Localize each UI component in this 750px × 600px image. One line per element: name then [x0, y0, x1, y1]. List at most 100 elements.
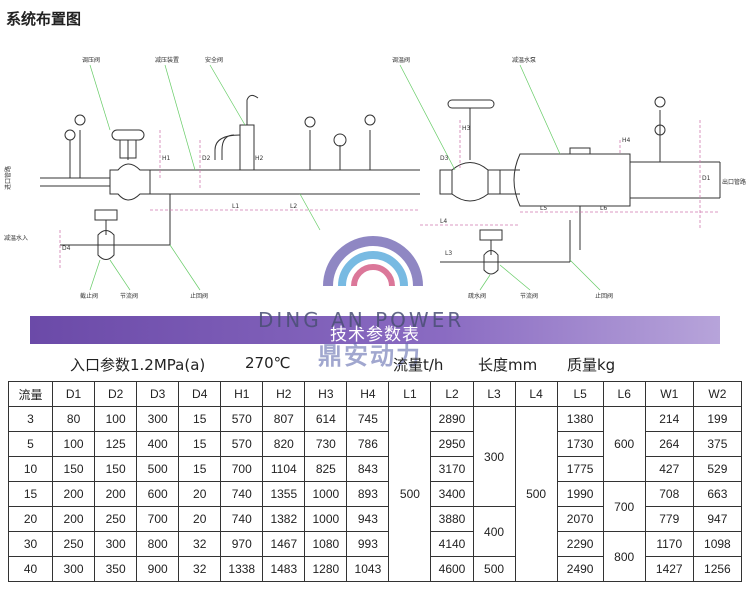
- col-header: D1: [52, 381, 96, 407]
- table-cell: 1380: [556, 406, 604, 432]
- table-cell: 80: [52, 406, 96, 432]
- label-temp-valve: 调温阀: [392, 56, 410, 64]
- col-header: L3: [472, 381, 516, 407]
- table-cell: 740: [220, 506, 264, 532]
- page-title: 系统布置图: [6, 10, 82, 28]
- dim-l1: L1: [232, 203, 239, 210]
- table-cell: 1043: [346, 556, 390, 582]
- table-cell: 4600: [430, 556, 474, 582]
- inlet-params: 入口参数1.2MPa(a): [70, 356, 206, 374]
- col-header: W1: [644, 381, 694, 407]
- label-drain: 疏水阀: [468, 292, 486, 300]
- section-title: 技术参数表: [330, 325, 420, 345]
- table-cell: 1775: [556, 456, 604, 482]
- col-header: H1: [220, 381, 264, 407]
- label-flow-valve-2: 节流阀: [520, 292, 538, 300]
- table-cell: 264: [644, 431, 694, 457]
- label-cut-valve: 截止阀: [80, 292, 98, 300]
- table-cell: 1427: [644, 556, 694, 582]
- table-cell: 3: [7, 406, 54, 432]
- table-cell: 1000: [304, 481, 348, 507]
- table-cell: 807: [262, 406, 306, 432]
- col-header: D3: [136, 381, 180, 407]
- table-cell: 2950: [430, 431, 474, 457]
- table-cell: 375: [692, 431, 743, 457]
- table-cell: 1000: [304, 506, 348, 532]
- table-cell: 4140: [430, 531, 474, 557]
- table-cell: 15: [178, 406, 222, 432]
- table-cell: 570: [220, 431, 264, 457]
- dim-d1: D1: [702, 175, 711, 182]
- table-cell: 1355: [262, 481, 306, 507]
- table-cell: 947: [692, 506, 743, 532]
- table-cell: 2490: [556, 556, 604, 582]
- table-cell: 1080: [304, 531, 348, 557]
- section-band: [30, 316, 720, 344]
- table-cell: 250: [94, 506, 138, 532]
- dim-l4: L4: [440, 218, 447, 225]
- table-cell: 1256: [692, 556, 743, 582]
- tech-params-table: 流量 D1 D2 D3 D4 H1 H2 H3 H4 L1 L2 L3 L4 L…: [7, 381, 743, 582]
- table-cell: 700: [136, 506, 180, 532]
- col-header: D4: [178, 381, 222, 407]
- table-cell: 3400: [430, 481, 474, 507]
- table-cell: 1104: [262, 456, 306, 482]
- table-cell: 843: [346, 456, 390, 482]
- table-cell: 150: [52, 456, 96, 482]
- table-row: 5 100 125 400 15 570 820 730 786 2950 17…: [7, 431, 743, 457]
- label-flow-valve: 节流阀: [120, 292, 138, 300]
- table-row: 15 200 200 600 20 740 1355 1000 893 3400…: [7, 481, 743, 532]
- col-header: L4: [514, 381, 558, 407]
- dim-l3: L3: [445, 250, 452, 257]
- table-cell: 40: [7, 556, 54, 582]
- table-cell: 900: [136, 556, 180, 582]
- col-header: L1: [388, 381, 432, 407]
- table-cell: 5: [7, 431, 54, 457]
- table-cell-l1: 500: [388, 406, 432, 582]
- dim-d4: D4: [62, 245, 71, 252]
- col-header: L6: [602, 381, 646, 407]
- mass-unit: 质量kg: [567, 356, 616, 374]
- label-water-in: 减温水入: [4, 234, 28, 242]
- inlet-temperature: 270℃: [245, 354, 291, 372]
- table-cell: 2290: [556, 531, 604, 557]
- dim-d3: D3: [440, 155, 449, 162]
- table-cell: 100: [94, 406, 138, 432]
- table-cell: 1990: [556, 481, 604, 507]
- brand-watermark-cn: 鼎安动力: [318, 342, 422, 370]
- table-cell: 1730: [556, 431, 604, 457]
- table-row: 10 150 150 500 15 700 1104 825 843 3170 …: [7, 456, 743, 482]
- table-cell: 20: [178, 481, 222, 507]
- table-cell: 779: [644, 506, 694, 532]
- table-cell: 250: [52, 531, 96, 557]
- table-cell: 1382: [262, 506, 306, 532]
- table-cell: 15: [178, 431, 222, 457]
- dim-l5: L5: [540, 205, 547, 212]
- table-cell-l4: 500: [514, 406, 558, 582]
- table-cell: 199: [692, 406, 743, 432]
- table-cell: 15: [7, 481, 54, 507]
- dim-h4: H4: [622, 137, 631, 144]
- table-cell: 1338: [220, 556, 264, 582]
- table-cell: 500: [136, 456, 180, 482]
- table-cell: 300: [94, 531, 138, 557]
- table-cell-l6: 700: [602, 481, 646, 532]
- label-outlet: 出口管路: [722, 178, 746, 186]
- label-water-pump: 减温水泵: [512, 56, 536, 64]
- table-row: 40 300 350 900 32 1338 1483 1280 1043 46…: [7, 556, 743, 582]
- system-layout-diagram: 调压阀 减压装置 安全阀 调温阀 减温水泵 进口管路 出口管路 截止阀 节流阀 …: [4, 56, 746, 300]
- col-header: W2: [692, 381, 743, 407]
- table-header-row: 流量 D1 D2 D3 D4 H1 H2 H3 H4 L1 L2 L3 L4 L…: [7, 381, 743, 407]
- table-cell: 200: [52, 506, 96, 532]
- table-cell: 214: [644, 406, 694, 432]
- table-cell: 745: [346, 406, 390, 432]
- label-check-valve: 止回阀: [190, 292, 208, 300]
- brand-watermark-en: DING AN POWER: [258, 308, 465, 332]
- label-check-valve-2: 止回阀: [595, 292, 613, 300]
- col-header: L5: [556, 381, 604, 407]
- table-cell: 800: [136, 531, 180, 557]
- table-cell: 970: [220, 531, 264, 557]
- table-cell: 3880: [430, 506, 474, 532]
- table-cell: 740: [220, 481, 264, 507]
- dim-h2: H2: [255, 155, 264, 162]
